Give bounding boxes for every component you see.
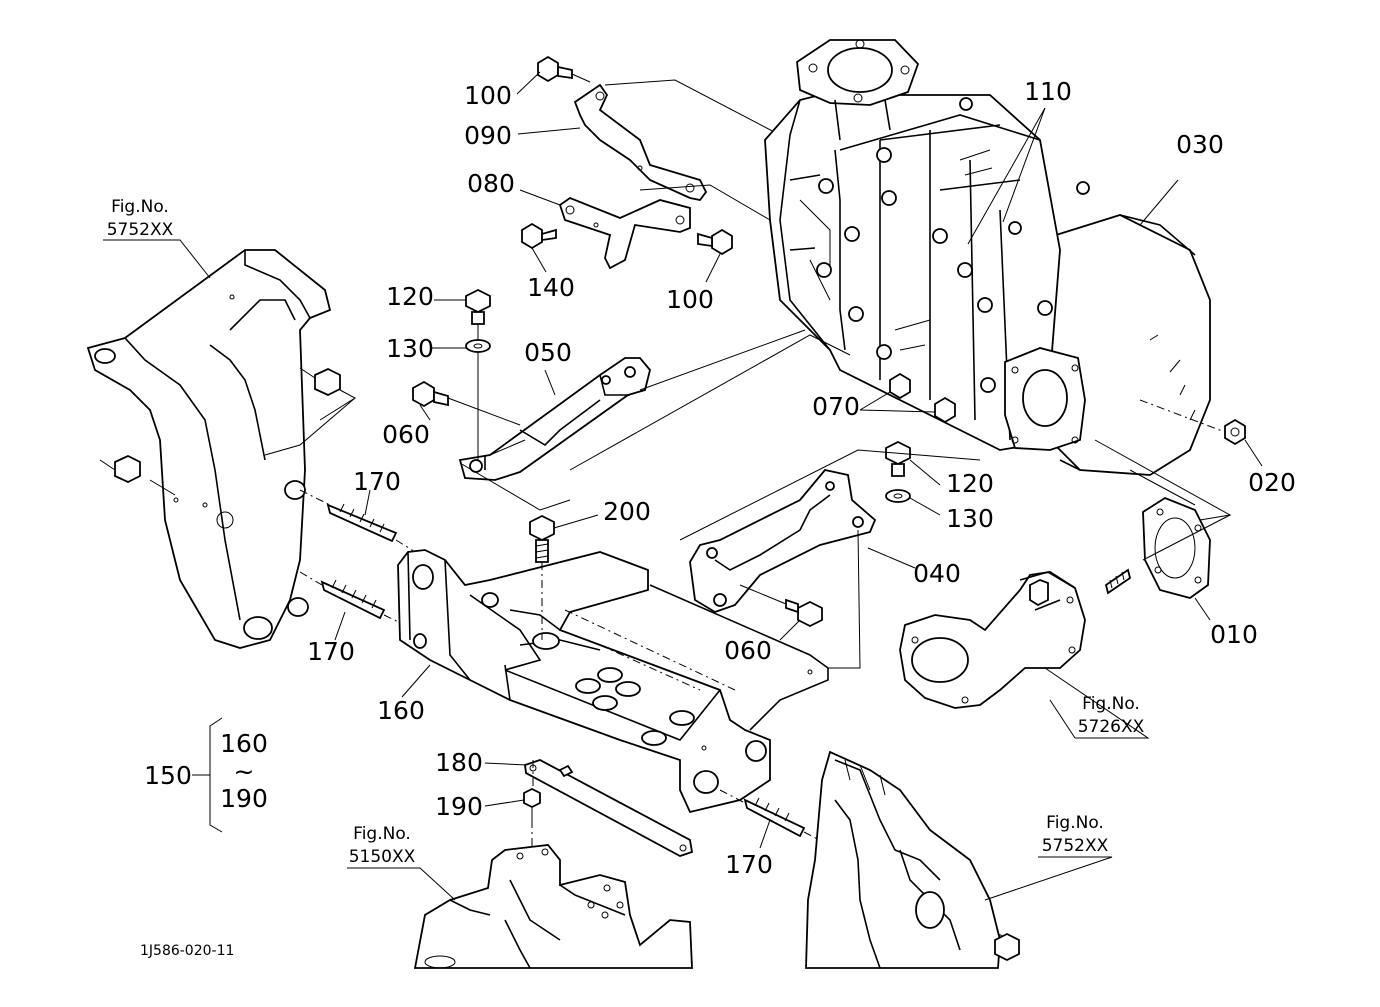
fig-ref-code: 5150XX	[349, 847, 416, 867]
callout-labels: 100 090 080 140 100 110 030 120 130 050 …	[307, 77, 1296, 879]
callout-010: 010	[1210, 620, 1258, 649]
lower-frame-5150xx	[413, 844, 693, 969]
exhaust-elbow-5726xx	[899, 571, 1086, 709]
callout-160: 160	[377, 696, 425, 725]
fig-ref-label: Fig.No.	[111, 197, 169, 217]
fig-ref-code: 5752XX	[107, 220, 174, 240]
fig-ref-label: Fig.No.	[353, 824, 411, 844]
group-150-label: 150 160 ~ 190	[144, 729, 268, 813]
stud-bolt-170-lower	[299, 571, 406, 626]
callout-100-top: 100	[464, 81, 512, 110]
stud-gasket	[1104, 568, 1132, 595]
group-number: 150	[144, 761, 192, 790]
bolt-100-upper	[537, 55, 591, 83]
group-range-start: 160	[220, 729, 268, 758]
callout-140: 140	[527, 273, 575, 302]
fig-ref-code: 5752XX	[1042, 836, 1109, 856]
fig-ref-label: Fig.No.	[1046, 813, 1104, 833]
bolt-200	[529, 514, 555, 640]
bolt-120-washer-130-left	[465, 288, 491, 460]
callout-130-left: 130	[386, 334, 434, 363]
main-bracket-160	[397, 549, 829, 814]
callout-130-right: 130	[946, 504, 994, 533]
exhaust-flange-top	[796, 39, 920, 141]
callout-030: 030	[1176, 130, 1224, 159]
callout-180: 180	[435, 748, 483, 777]
drawing-code: 1J586-020-11	[140, 943, 234, 959]
callout-080: 080	[467, 169, 515, 198]
left-engine-bracket	[86, 249, 332, 649]
bracket-090	[573, 79, 781, 201]
group-range-end: 190	[220, 784, 268, 813]
callout-050: 050	[524, 338, 572, 367]
bolt-100-lower	[697, 228, 733, 256]
callout-060-lower: 060	[724, 636, 772, 665]
bolt-060-upper	[412, 380, 521, 426]
reference-leaders	[103, 239, 1150, 901]
dpf-mounting-bolts	[816, 97, 1090, 393]
callout-200: 200	[603, 497, 651, 526]
callout-020: 020	[1248, 468, 1296, 497]
callout-170-right: 170	[725, 850, 773, 879]
right-lower-bracket-5752xx	[805, 750, 1020, 969]
callout-120-right: 120	[946, 469, 994, 498]
fig-ref-code: 5726XX	[1078, 717, 1145, 737]
plate-040	[689, 469, 877, 613]
callout-170-upper: 170	[353, 467, 401, 496]
fig-ref-5726xx: Fig.No. 5726XX	[1078, 694, 1145, 737]
strap-plate-180	[524, 759, 694, 857]
callout-110: 110	[1024, 77, 1072, 106]
group-range-tilde: ~	[234, 757, 255, 786]
callout-120-left: 120	[386, 282, 434, 311]
fig-ref-label: Fig.No.	[1082, 694, 1140, 714]
dpf-side-flange	[1004, 347, 1086, 451]
callout-190: 190	[435, 792, 483, 821]
bolt-120-washer-130-right	[885, 440, 911, 503]
assembly-outline-lines	[459, 329, 1231, 669]
group-bracket	[192, 717, 223, 833]
left-bracket-nuts	[99, 367, 356, 496]
callout-070: 070	[812, 392, 860, 421]
stud-bolt-170-upper	[299, 489, 421, 556]
callout-060-upper: 060	[382, 420, 430, 449]
bolt-140	[521, 222, 557, 250]
fig-ref-5752xx-left: Fig.No. 5752XX	[107, 197, 174, 240]
nut-020	[1139, 399, 1246, 446]
callout-040: 040	[913, 559, 961, 588]
callout-090: 090	[464, 121, 512, 150]
leader-lines	[334, 71, 1263, 849]
screw-190	[523, 760, 541, 848]
bolt-060-lower	[739, 584, 823, 628]
fig-ref-5752xx-right: Fig.No. 5752XX	[1042, 813, 1109, 856]
plate-050	[458, 357, 651, 481]
callout-170-lower: 170	[307, 637, 355, 666]
callout-100-lower: 100	[666, 285, 714, 314]
fig-ref-5150xx: Fig.No. 5150XX	[349, 824, 416, 867]
